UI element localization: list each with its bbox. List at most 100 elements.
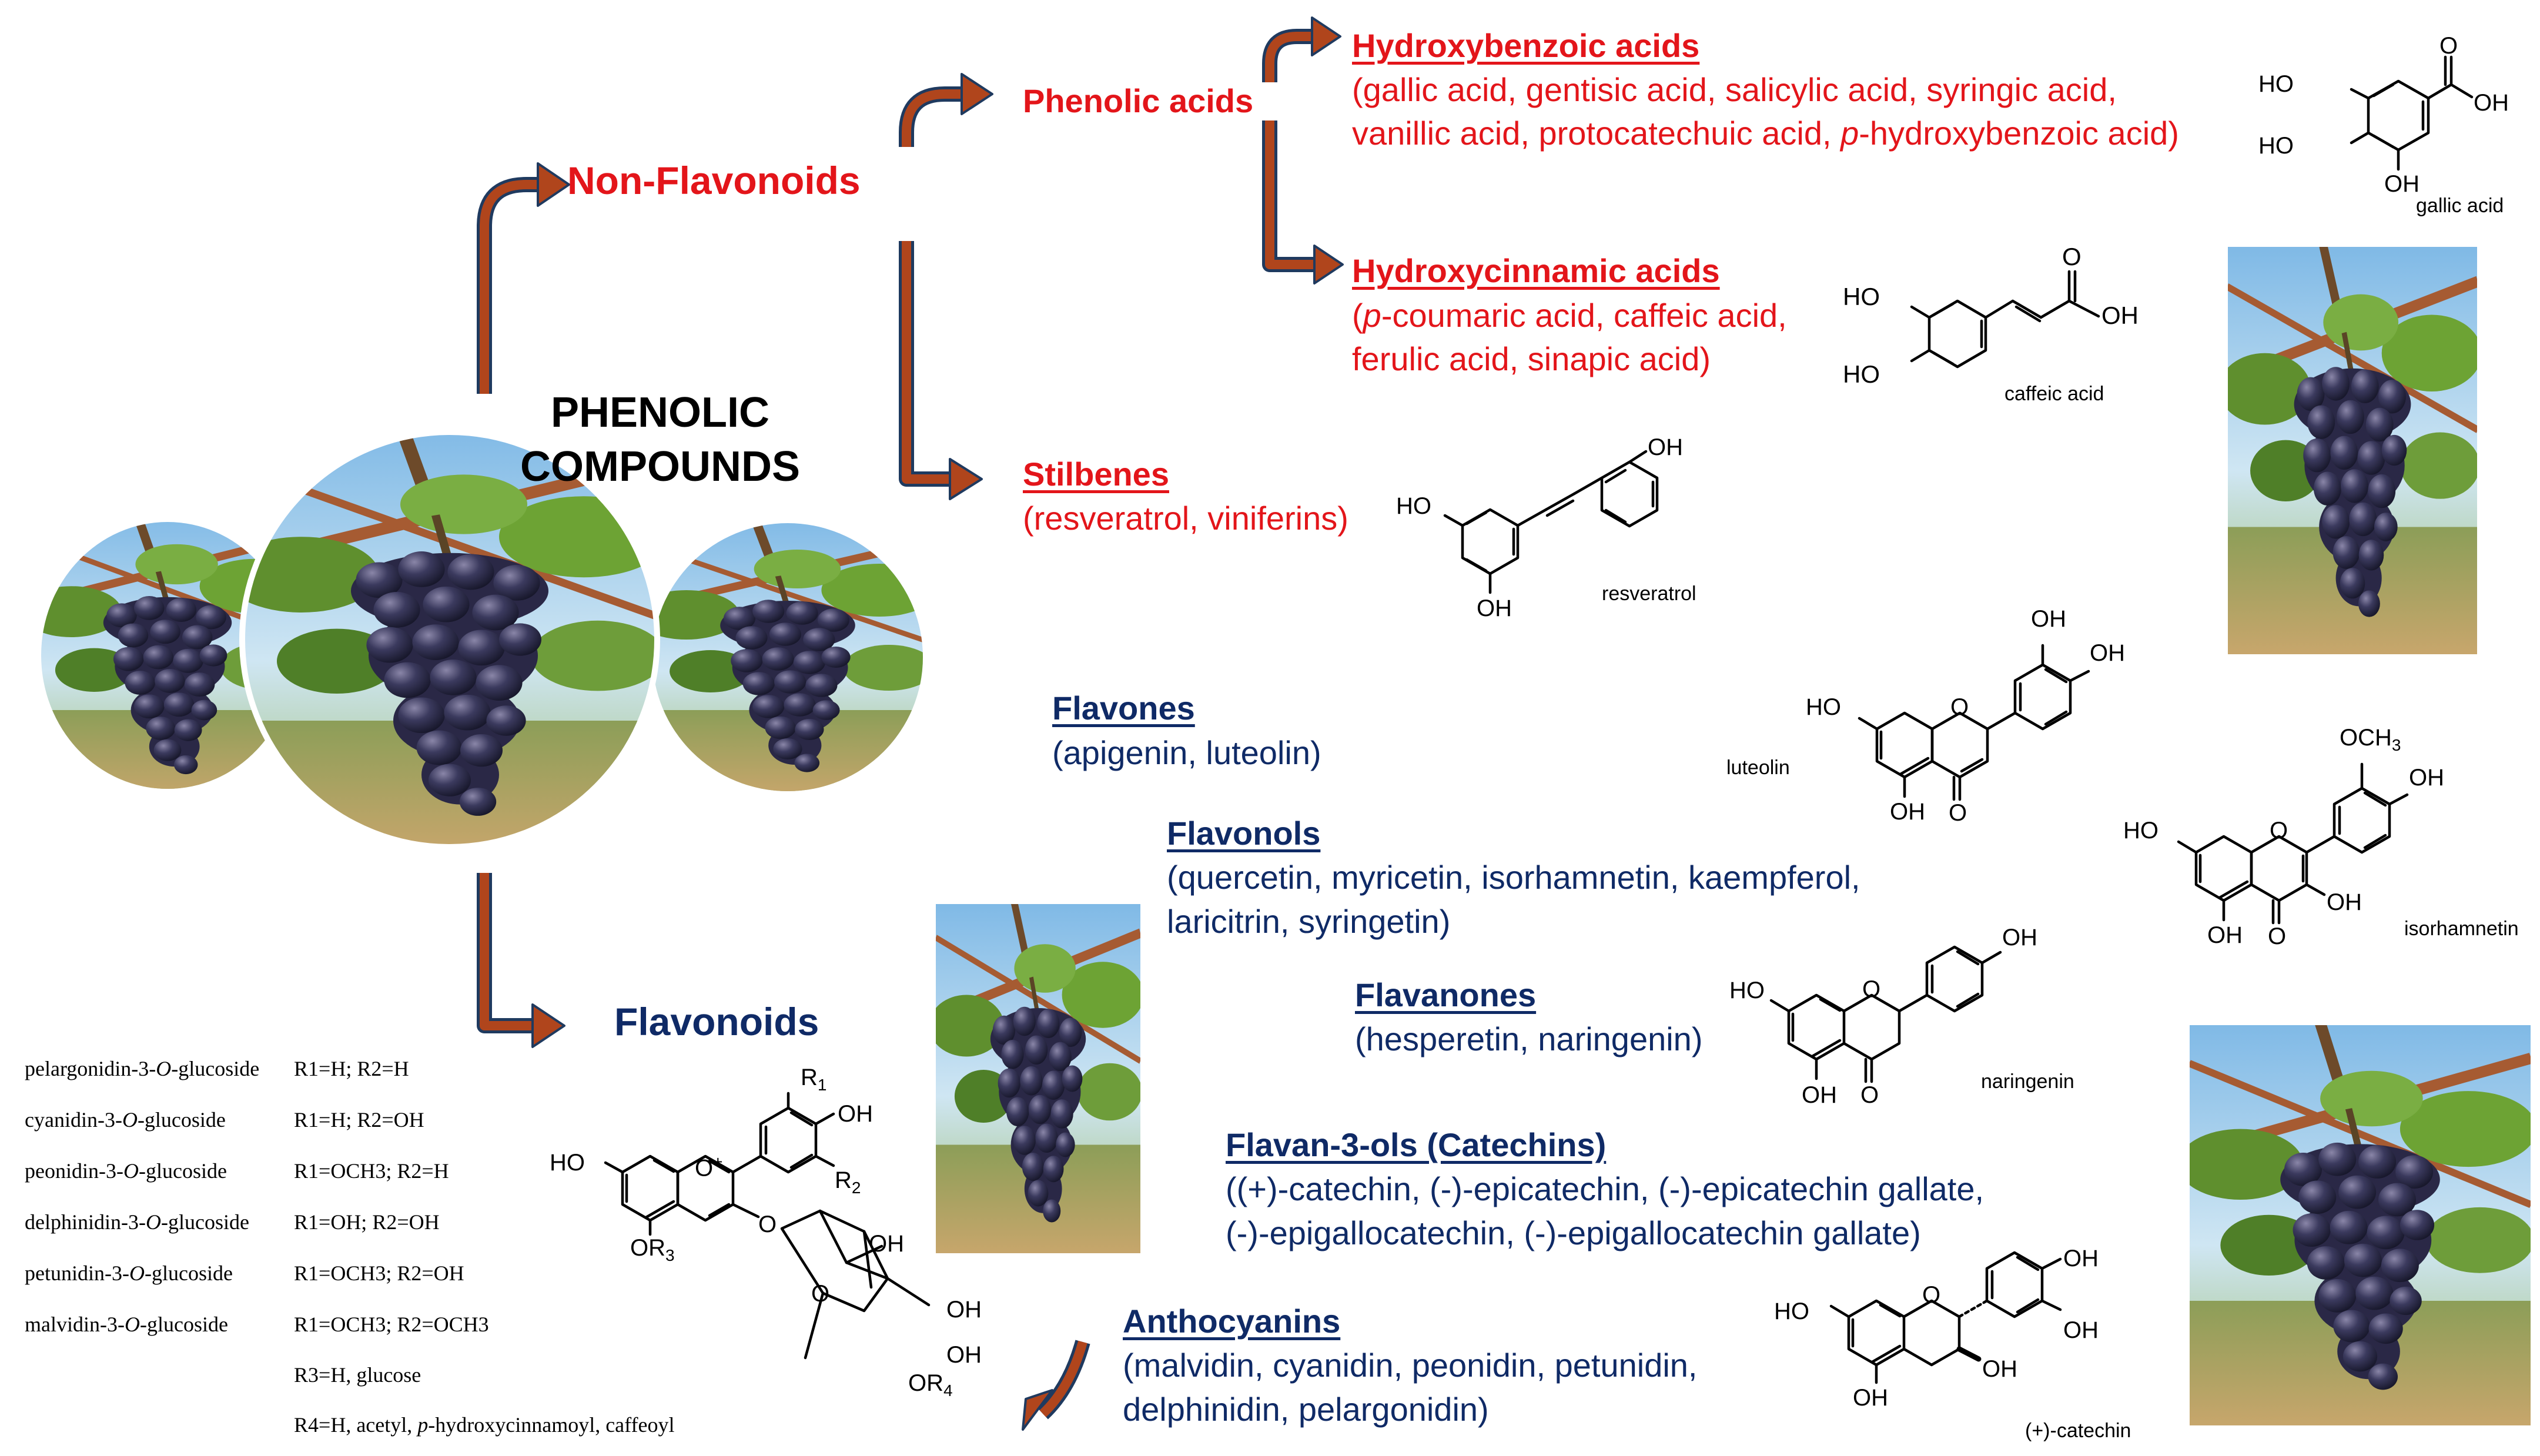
anthocyanin-oh-s3: OH: [946, 1342, 982, 1368]
main-title: PHENOLIC COMPOUNDS: [520, 386, 800, 494]
gallic-oh-bottom: OH: [2384, 171, 2419, 197]
isorhamnetin-och3: OCH3: [2340, 725, 2401, 754]
caffeic-acid-ring: [1927, 299, 1987, 369]
resveratrol-ring-b: [1600, 460, 1659, 528]
isorhamnetin-ho: HO: [2123, 818, 2159, 844]
main-title-line2: COMPOUNDS: [520, 443, 801, 491]
hydroxycinnamic-line2: ferulic acid, sinapic acid): [1352, 340, 1711, 377]
gallic-o: O: [2439, 33, 2458, 59]
caffeic-ho2: HO: [1843, 360, 1880, 388]
isorhamnetin-ring-a: [2194, 835, 2253, 902]
luteolin-oh4p: OH: [2090, 640, 2125, 666]
isorhamnetin-oh4p: OH: [2409, 765, 2444, 791]
isorhamnetin-ring-b: [2332, 786, 2391, 854]
anthocyanins-heading: Anthocyanins: [1123, 1303, 1341, 1340]
caffeic-o: O: [2062, 243, 2081, 270]
luteolin-ring-a: [1875, 711, 1934, 779]
anthocyanin-sugar-ring: [780, 1209, 889, 1313]
naringenin-ho: HO: [1729, 978, 1765, 1003]
isorhamnetin-o-ring: O: [2270, 818, 2288, 844]
anthocyanin-o-sugar: O: [811, 1281, 830, 1307]
catechin-caption: (+)-catechin: [2025, 1420, 2131, 1442]
resveratrol-oh-bottom: OH: [1477, 595, 1512, 621]
anthocyanin-table-subs: R1=OH; R2=OH: [294, 1210, 440, 1234]
caffeic-acid-caption: caffeic acid: [2004, 383, 2104, 405]
flavanones-line1: (hesperetin, naringenin): [1355, 1020, 1703, 1057]
non-flavonoids-label: Non-Flavonoids: [567, 159, 861, 202]
anthocyanins-line2: delphinidin, pelargonidin): [1123, 1391, 1489, 1428]
catechin-oh3: OH: [1982, 1356, 2017, 1382]
flavanols-line1: ((+)-catechin, (-)-epicatechin, (-)-epic…: [1226, 1170, 1985, 1207]
grape-photo-right: [634, 516, 938, 798]
luteolin-ring-b: [2013, 663, 2072, 731]
anthocyanin-table-r4: R4=H, acetyl, p-hydroxycinnamoyl, caffeo…: [294, 1413, 675, 1437]
hydroxycinnamic-line1: (p-coumaric acid, caffeic acid,: [1352, 297, 1787, 334]
luteolin-oh5: OH: [1890, 799, 1925, 825]
hydroxybenzoic-line1: (gallic acid, gentisic acid, salicylic a…: [1352, 71, 2117, 108]
structure-bonds: [604, 55, 2474, 1384]
isorhamnetin-caption: isorhamnetin: [2404, 918, 2519, 940]
anthocyanin-table-name: petunidin-3-O-glucoside: [25, 1261, 233, 1285]
catechin-o-ring: O: [1922, 1282, 1941, 1308]
gallic-ho1: HO: [2258, 71, 2294, 97]
anthocyanin-table-name: pelargonidin-3-O-glucoside: [25, 1057, 260, 1080]
anthocyanin-oh-s1: OH: [869, 1231, 904, 1257]
naringenin-ring-b: [1925, 945, 1984, 1013]
flavones-line1: (apigenin, luteolin): [1052, 734, 1321, 771]
luteolin-o-keto: O: [1949, 800, 1967, 826]
anthocyanin-table-r3: R3=H, glucose: [294, 1363, 421, 1387]
hydroxycinnamic-heading: Hydroxycinnamic acids: [1352, 252, 1720, 289]
catechin-ring-b: [1985, 1251, 2044, 1318]
flavonols-heading: Flavonols: [1167, 815, 1321, 852]
anthocyanin-table-name: delphinidin-3-O-glucoside: [25, 1210, 249, 1234]
anthocyanin-ring-a: [621, 1154, 680, 1222]
stilbenes-heading: Stilbenes: [1023, 456, 1169, 493]
anthocyanin-o-plus: O+: [695, 1153, 723, 1181]
naringenin-o-keto: O: [1860, 1082, 1879, 1108]
isorhamnetin-o-keto: O: [2268, 923, 2287, 949]
flavonoids-label: Flavonoids: [614, 1000, 819, 1043]
naringenin-ring-a: [1787, 993, 1846, 1061]
anthocyanin-table-name: malvidin-3-O-glucoside: [25, 1313, 228, 1336]
catechin-oh4p: OH: [2063, 1317, 2099, 1343]
luteolin-ring-c: [1930, 711, 1989, 779]
hydroxybenzoic-heading: Hydroxybenzoic acids: [1352, 27, 1700, 64]
caffeic-ho1: HO: [1843, 283, 1880, 310]
isorhamnetin-oh3: OH: [2327, 889, 2362, 915]
anthocyanin-ho: HO: [550, 1150, 585, 1176]
hydroxybenzoic-line2: vanillic acid, protocatechuic acid, p-hy…: [1352, 115, 2179, 152]
anthocyanin-o-link: O: [758, 1211, 777, 1237]
anthocyanin-table-name: cyanidin-3-O-glucoside: [25, 1108, 226, 1132]
flavonols-line2: laricitrin, syringetin): [1167, 903, 1451, 940]
grape-photo-middle: [929, 902, 1143, 1255]
anthocyanin-table-subs: R1=OCH3; R2=OCH3: [294, 1313, 489, 1336]
anthocyanin-oh-b: OH: [838, 1101, 873, 1127]
caffeic-oh: OH: [2101, 302, 2139, 329]
gallic-acid-ring: [2367, 79, 2430, 152]
stilbenes-line1: (resveratrol, viniferins): [1023, 500, 1348, 537]
resveratrol-caption: resveratrol: [1602, 583, 1696, 605]
anthocyanin-oh-s2: OH: [946, 1297, 982, 1323]
naringenin-oh4p: OH: [2002, 925, 2037, 950]
anthocyanin-or3: OR3: [630, 1235, 675, 1264]
anthocyanin-r1: R1: [801, 1065, 827, 1094]
main-title-line1: PHENOLIC: [550, 389, 770, 436]
gallic-ho2: HO: [2258, 133, 2294, 159]
resveratrol-ho: HO: [1396, 493, 1431, 519]
arrow-heads: [531, 16, 1344, 1431]
flavonols-line1: (quercetin, myricetin, isorhamnetin, kae…: [1167, 859, 1860, 896]
grape-photo-bottom-right: [2178, 1023, 2537, 1427]
flavanones-heading: Flavanones: [1355, 976, 1537, 1013]
luteolin-caption: luteolin: [1726, 757, 1790, 779]
grape-photo-top-right: [2219, 246, 2482, 655]
anthocyanin-or4: OR4: [908, 1370, 953, 1400]
naringenin-caption: naringenin: [1981, 1070, 2074, 1093]
anthocyanin-table-subs: R1=OCH3; R2=H: [294, 1159, 449, 1183]
arrow-bodies: [480, 32, 1317, 1417]
anthocyanin-table-subs: R1=H; R2=OH: [294, 1108, 424, 1132]
anthocyanin-ring-b: [759, 1106, 818, 1174]
naringenin-oh5: OH: [1802, 1082, 1837, 1108]
anthocyanin-table-subs: R1=OCH3; R2=OH: [294, 1261, 464, 1285]
flavanols-heading: Flavan-3-ols (Catechins): [1226, 1126, 1607, 1163]
